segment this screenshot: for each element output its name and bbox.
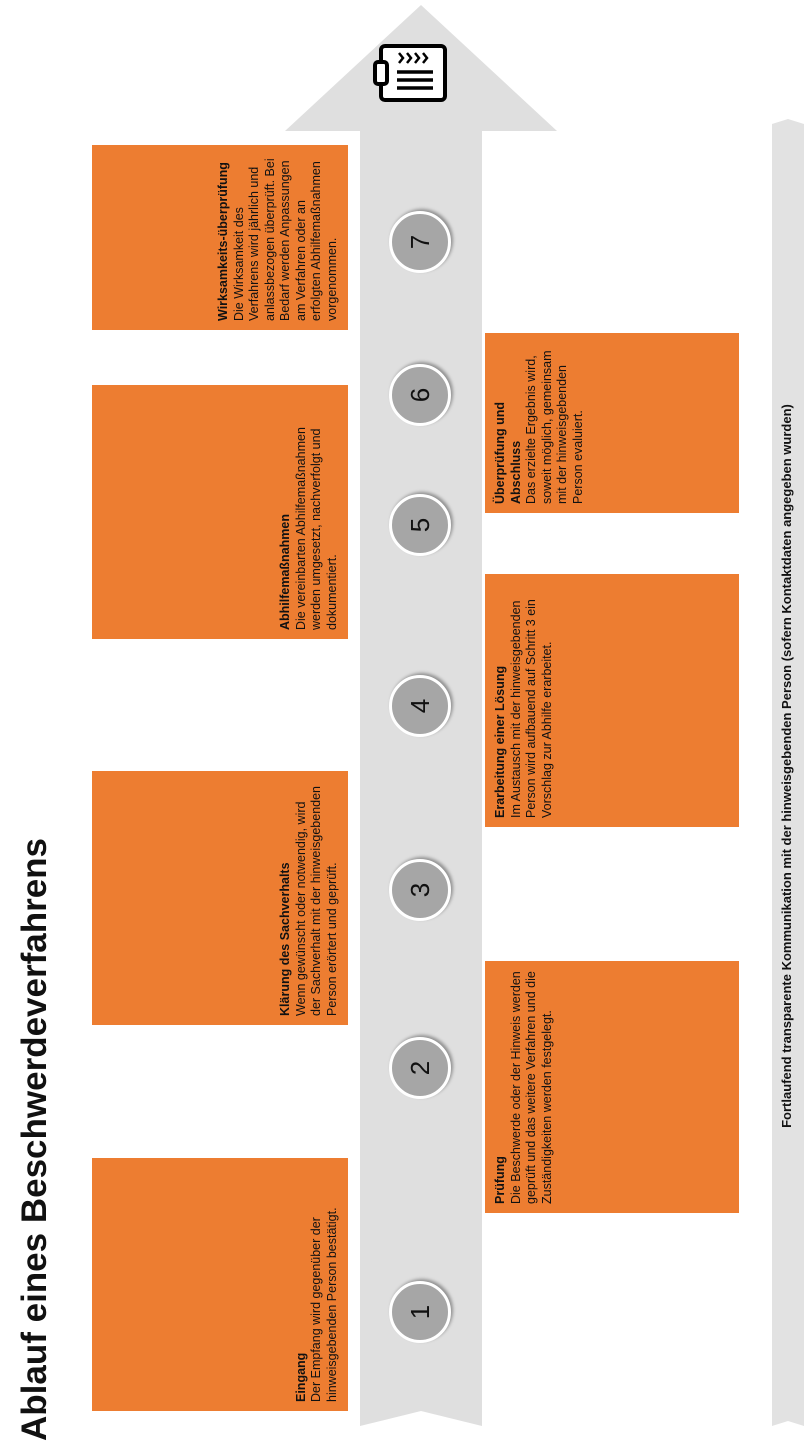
bottom-bar-shape	[772, 119, 804, 1426]
step-number-6: 6	[389, 364, 451, 426]
step-box-2: Prüfung Die Beschwerde oder der Hinweis …	[485, 961, 739, 1213]
step-number-1: 1	[389, 1281, 451, 1343]
step-box-5: Abhilfemaßnahmen Die vereinbarten Abhilf…	[92, 385, 348, 639]
step-box-4: Erarbeitung einer Lösung Im Austausch mi…	[485, 574, 739, 827]
step-number-3: 3	[389, 859, 451, 921]
step-title-5: Abhilfemaßnahmen	[278, 514, 292, 630]
step-box-3: Klärung des Sachverhalts Wenn gewünscht …	[92, 771, 348, 1025]
step-box-6: Überprüfung und Abschluss Das erzielte E…	[485, 333, 739, 513]
step-box-1: Eingang Der Empfang wird gegenüber der h…	[92, 1158, 348, 1411]
step-title-6: Überprüfung und Abschluss	[493, 401, 523, 504]
step-box-7: Wirksamkeits-überprüfung Die Wirksamkeit…	[92, 145, 348, 330]
step-number-7: 7	[389, 211, 451, 273]
step-title-2: Prüfung	[493, 1156, 507, 1204]
step-text-6: Das erzielte Ergebnis wird, soweit mögli…	[524, 350, 585, 504]
step-text-5: Die vereinbarten Abhilfemaßnahmen werden…	[293, 427, 339, 630]
step-number-4: 4	[389, 675, 451, 737]
step-text-1: Der Empfang wird gegenüber der hinweisge…	[309, 1207, 339, 1402]
step-title-7: Wirksamkeits-überprüfung	[216, 162, 230, 321]
step-text-7: Die Wirksamkeit des Verfahrens wird jähr…	[231, 158, 339, 321]
step-text-2: Die Beschwerde oder der Hinweis werden g…	[508, 971, 554, 1204]
step-title-3: Klärung des Sachverhalts	[278, 862, 292, 1016]
clipboard-icon	[373, 44, 447, 102]
step-title-4: Erarbeitung einer Lösung	[493, 665, 507, 818]
step-number-2: 2	[389, 1037, 451, 1099]
bottom-bar-label: Fortlaufend transparente Kommunikation m…	[779, 404, 794, 1128]
step-number-5: 5	[389, 494, 451, 556]
step-text-3: Wenn gewünscht oder notwendig, wird der …	[293, 786, 339, 1016]
step-title-1: Eingang	[293, 1352, 308, 1402]
step-text-4: Im Austausch mit der hinweisgebenden Per…	[508, 599, 554, 818]
